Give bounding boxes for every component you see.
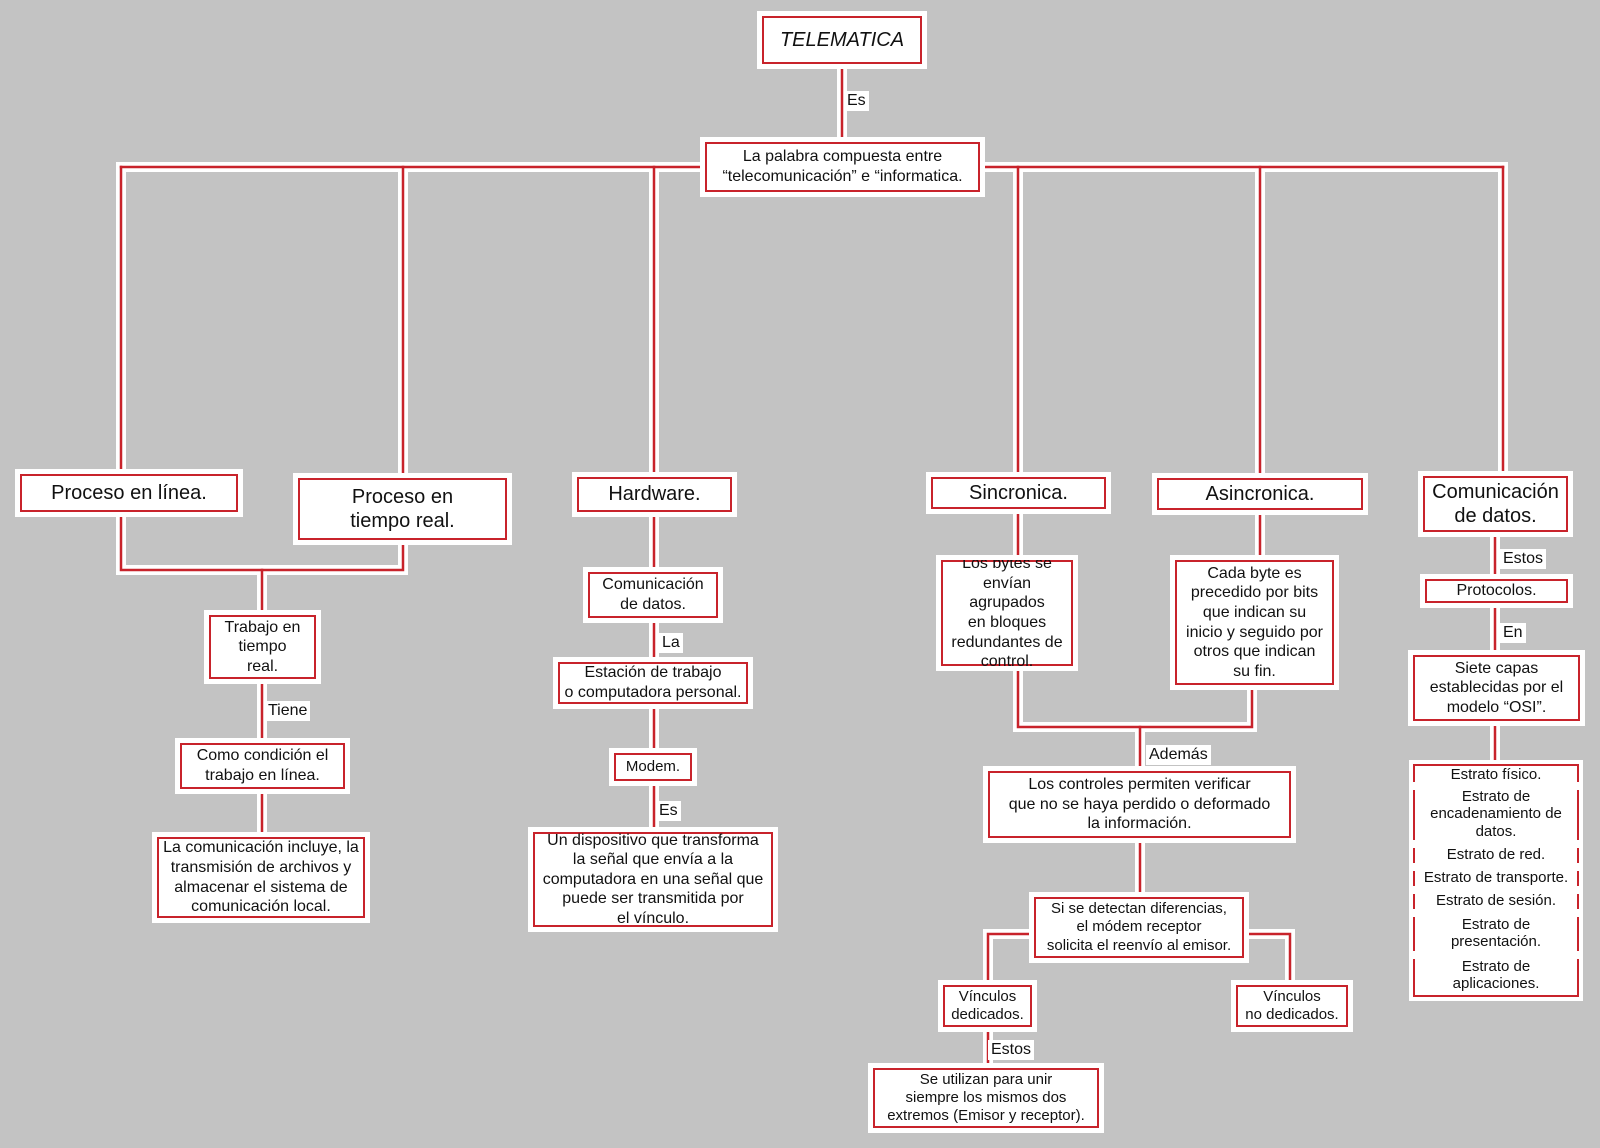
osi-layers-stack: Estrato físico.Estrato de encadenamiento… — [1409, 760, 1583, 1001]
label-estos-protocolos: Estos — [1500, 549, 1547, 570]
root-node: TELEMATICA — [757, 11, 927, 69]
definition-node: La palabra compuesta entre “telecomunica… — [700, 137, 985, 197]
label-es-root: Es — [844, 91, 869, 112]
label-la: La — [659, 633, 683, 654]
protocolos-node: Protocolos. — [1420, 574, 1573, 608]
label-estos-vinculos: Estos — [988, 1040, 1035, 1061]
label-es-modem: Es — [656, 801, 681, 822]
osi-layer-4: Estrato de transporte. — [1409, 863, 1583, 894]
link-diferencias-no-dedicados-halo — [1239, 929, 1295, 990]
link-diferencias-no-dedicados — [1242, 932, 1292, 987]
osi-layer-1: Estrato físico. — [1409, 760, 1583, 790]
diferencias-node: Si se detectan diferencias, el módem rec… — [1029, 892, 1249, 963]
se-utilizan-node: Se utilizan para unir siempre los mismos… — [868, 1063, 1104, 1133]
condicion-node: Como condición el trabajo en línea. — [175, 738, 350, 794]
cada-byte-node: Cada byte es precedido por bits que indi… — [1170, 555, 1339, 690]
vinculos-dedicados-node: Vínculos dedicados. — [938, 980, 1037, 1032]
siete-capas-node: Siete capas establecidas por el modelo “… — [1408, 650, 1585, 726]
dispositivo-node: Un dispositivo que transforma la señal q… — [528, 827, 778, 932]
proceso-tiempo-real-node: Proceso en tiempo real. — [293, 473, 512, 545]
trabajo-tiempo-real-node: Trabajo en tiempo real. — [204, 610, 321, 684]
estacion-node: Estación de trabajo o computadora person… — [553, 657, 753, 709]
comunicacion-incluye-node: La comunicación incluye, la transmisión … — [152, 832, 370, 923]
comunicacion-datos-hw-node: Comunicación de datos. — [583, 567, 723, 623]
controles-node: Los controles permiten verificar que no … — [983, 766, 1296, 843]
sincronica-node: Sincronica. — [926, 472, 1111, 514]
osi-layer-2: Estrato de encadenamiento de datos. — [1409, 782, 1583, 848]
link-diferencias-dedicados — [986, 932, 1036, 987]
label-ademas: Además — [1146, 745, 1211, 766]
osi-layer-7: Estrato de aplicaciones. — [1409, 951, 1583, 1001]
label-tiene: Tiene — [265, 701, 311, 722]
bytes-bloques-node: Los bytes se envían agrupados en bloques… — [936, 555, 1078, 671]
asincronica-node: Asincronica. — [1152, 473, 1368, 515]
proceso-linea-node: Proceso en línea. — [15, 469, 243, 517]
link-sync-async-merge — [1016, 664, 1254, 729]
hardware-node: Hardware. — [572, 472, 737, 517]
link-diferencias-dedicados-halo — [983, 929, 1039, 990]
osi-layer-3: Estrato de red. — [1409, 840, 1583, 871]
modem-node: Modem. — [609, 748, 697, 786]
osi-layer-5: Estrato de sesión. — [1409, 886, 1583, 917]
vinculos-no-dedicados-node: Vínculos no dedicados. — [1231, 980, 1353, 1032]
osi-layer-6: Estrato de presentación. — [1409, 909, 1583, 959]
label-en: En — [1500, 623, 1526, 644]
comunicacion-datos-top-node: Comunicación de datos. — [1418, 471, 1573, 537]
